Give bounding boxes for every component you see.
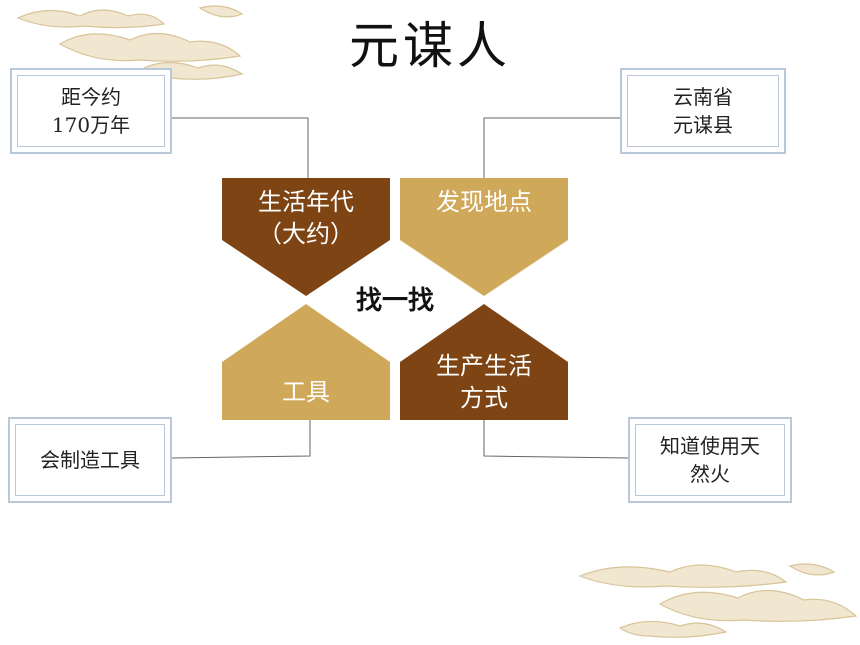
- category-label-age: 生活年代 （大约）: [258, 188, 354, 248]
- answer-box-tools: 会制造工具: [8, 417, 172, 503]
- category-label-lifestyle: 生产生活 方式: [436, 352, 532, 412]
- answer-box-age: 距今约 170万年: [10, 68, 172, 154]
- answer-box-location: 云南省 元谋县: [620, 68, 786, 154]
- center-label: 找一找: [355, 286, 434, 316]
- category-label-tools: 工具: [282, 378, 330, 406]
- connector-lines: [171, 117, 629, 459]
- cloud-decoration-top-left-icon: [16, 5, 244, 80]
- answer-age-line1: 距今约: [61, 85, 121, 109]
- connector-tools: [171, 420, 311, 459]
- answer-box-lifestyle: 知道使用天 然火: [628, 417, 792, 503]
- category-label-location: 发现地点: [436, 188, 532, 216]
- answer-lifestyle-line2: 然火: [690, 462, 730, 486]
- category-shape-tools: [222, 304, 390, 420]
- connector-lifestyle: [483, 420, 629, 459]
- answer-location-line1: 云南省: [673, 85, 733, 109]
- connector-age: [172, 117, 309, 178]
- category-shape-lifestyle: [400, 304, 568, 420]
- answer-tools-line1: 会制造工具: [40, 448, 140, 472]
- page-title: 元谋人: [349, 17, 511, 75]
- cloud-decoration-bottom-right-icon: [578, 563, 858, 638]
- category-shape-age: [222, 178, 390, 296]
- answer-location-line2: 元谋县: [673, 113, 733, 137]
- answer-lifestyle-line1: 知道使用天: [660, 434, 760, 458]
- connector-location: [483, 117, 620, 178]
- category-shape-location: [400, 178, 568, 296]
- answer-age-line2: 170万年: [51, 113, 131, 137]
